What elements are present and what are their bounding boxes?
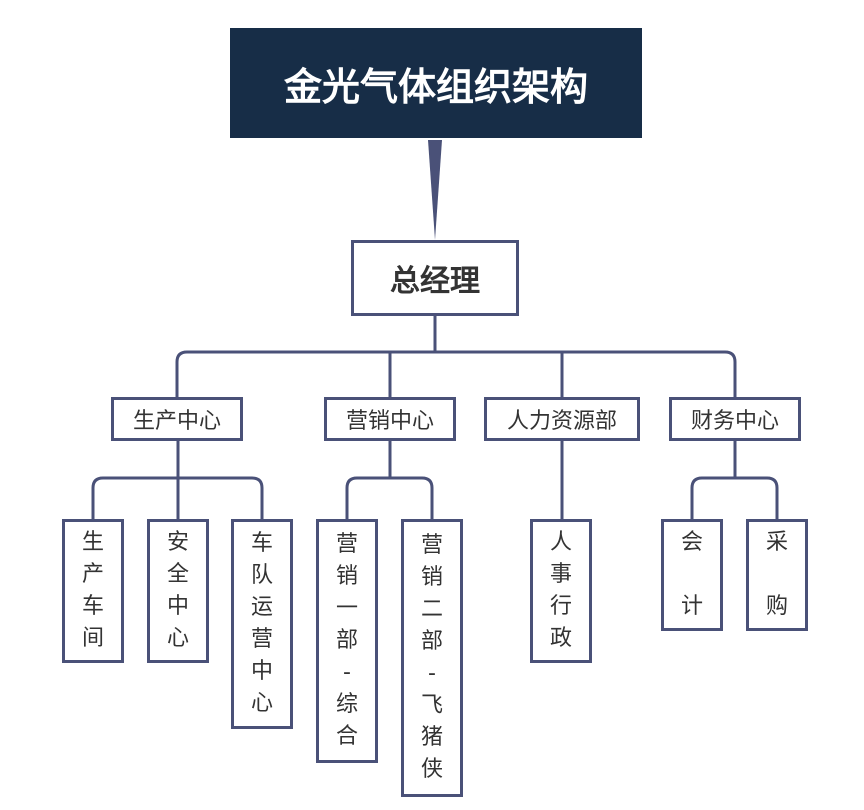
unit-marketing-dept-2: 营 销 二 部 - 飞 猪 侠: [401, 519, 463, 797]
unit-char: 全: [166, 562, 189, 587]
unit-char: 销: [335, 564, 358, 589]
marketing-center-connector: [345, 439, 434, 521]
finance-center-connector: [690, 439, 779, 521]
unit-fleet-operations-center: 车 队 运 营 中 心: [231, 519, 293, 729]
unit-char: 产: [81, 562, 104, 587]
unit-char: 销: [420, 565, 443, 590]
general-manager-node: 总经理: [351, 240, 519, 316]
unit-char: 猪: [420, 725, 443, 750]
unit-char: 二: [420, 597, 443, 622]
unit-char: -: [428, 661, 436, 686]
manager-to-departments-connector: [175, 314, 737, 399]
unit-char: 一: [335, 596, 358, 621]
unit-char: 采: [765, 530, 788, 555]
unit-char: 安: [166, 530, 189, 555]
unit-procurement: 采 购: [746, 519, 808, 631]
unit-char: 合: [335, 724, 358, 749]
unit-hr-admin: 人 事 行 政: [530, 519, 592, 663]
unit-char: 侠: [420, 757, 443, 782]
unit-char: 中: [166, 594, 189, 619]
unit-char: 队: [250, 563, 273, 588]
dept-finance-center: 财务中心: [669, 397, 801, 441]
unit-char: 事: [549, 562, 572, 587]
unit-char: 综: [335, 692, 358, 717]
unit-char: 运: [250, 595, 273, 620]
unit-char: 行: [549, 594, 572, 619]
unit-char: 人: [549, 530, 572, 555]
unit-accounting: 会 计: [661, 519, 723, 631]
unit-char: 部: [335, 628, 358, 653]
unit-char: 中: [250, 659, 273, 684]
unit-char: 计: [680, 594, 703, 619]
unit-char: 心: [166, 626, 189, 651]
unit-char: 营: [250, 627, 273, 652]
dept-production-center: 生产中心: [111, 397, 243, 441]
chart-title: 金光气体组织架构: [230, 28, 642, 138]
unit-char: 营: [335, 532, 358, 557]
unit-char: -: [343, 660, 351, 685]
unit-char: 车: [81, 594, 104, 619]
unit-char: 政: [549, 626, 572, 651]
production-center-connector: [91, 439, 264, 521]
unit-char: 部: [420, 629, 443, 654]
unit-char: 间: [81, 626, 104, 651]
unit-char: 心: [250, 691, 273, 716]
unit-char: 飞: [420, 693, 443, 718]
unit-production-workshop: 生 产 车 间: [62, 519, 124, 663]
unit-char: 生: [81, 530, 104, 555]
unit-char: 营: [420, 533, 443, 558]
dept-marketing-center: 营销中心: [324, 397, 456, 441]
root-to-manager-connector: [428, 140, 442, 240]
unit-marketing-dept-1: 营 销 一 部 - 综 合: [316, 519, 378, 763]
unit-char: 车: [250, 531, 273, 556]
dept-hr: 人力资源部: [484, 397, 640, 441]
unit-char: 会: [680, 530, 703, 555]
unit-char: 购: [765, 594, 788, 619]
unit-safety-center: 安 全 中 心: [147, 519, 209, 663]
